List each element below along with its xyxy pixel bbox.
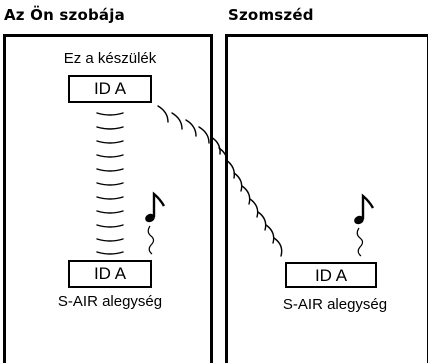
music-note-icon xyxy=(354,193,375,257)
sub-unit-id-box-left: ID A xyxy=(68,260,152,288)
sub-unit-label-left: S-AIR alegység xyxy=(57,293,163,310)
sub-unit-label-right: S-AIR alegység xyxy=(282,296,388,313)
your-room-box xyxy=(3,34,213,363)
radio-wave-diagonal-icon xyxy=(157,105,283,257)
main-unit-id-box: ID A xyxy=(68,75,152,103)
this-device-label: Ez a készülék xyxy=(63,50,157,67)
sub-unit-id-box-right: ID A xyxy=(285,262,377,288)
your-room-heading: Az Ön szobája xyxy=(4,6,125,24)
radio-wave-icon xyxy=(96,112,124,255)
music-note-icon xyxy=(145,191,166,255)
neighbor-room-heading: Szomszéd xyxy=(228,6,314,24)
